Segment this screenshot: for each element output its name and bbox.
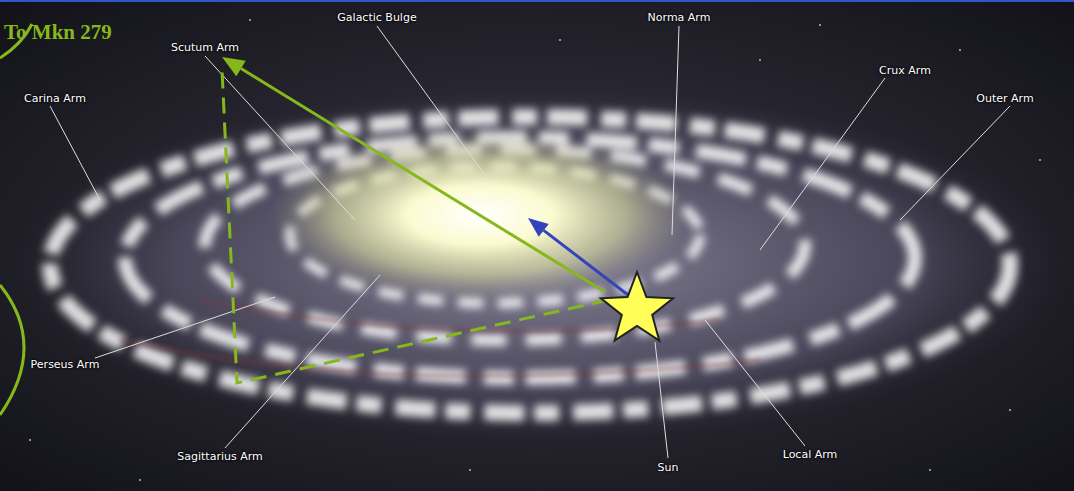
target-label: To Mkn 279 xyxy=(4,20,112,44)
part-label: Scutum Arm xyxy=(171,41,239,54)
part-label: Galactic Bulge xyxy=(337,11,416,24)
part-label: Perseus Arm xyxy=(31,358,100,371)
part-label: Norma Arm xyxy=(648,11,711,24)
part-label: Crux Arm xyxy=(879,64,931,77)
part-label: Carina Arm xyxy=(24,92,86,105)
part-label: Local Arm xyxy=(783,448,838,461)
part-label: Sagittarius Arm xyxy=(177,450,262,463)
part-label: Sun xyxy=(658,461,679,474)
part-label: Outer Arm xyxy=(976,92,1033,105)
